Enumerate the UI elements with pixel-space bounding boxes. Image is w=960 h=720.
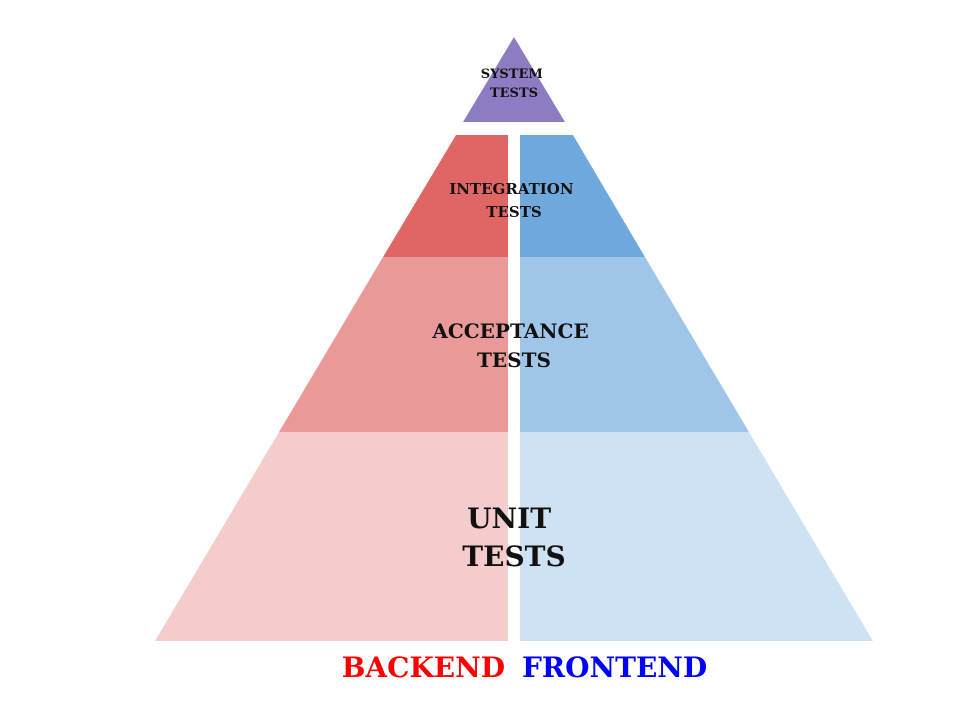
tier-unit-frontend-shape xyxy=(520,432,873,641)
tier-acceptance-backend-shape xyxy=(279,257,508,432)
tier-integration-frontend-shape xyxy=(520,135,645,257)
tier-system-label-line-2: TESTS xyxy=(490,86,538,101)
tier-unit-label: UNIT TESTS xyxy=(462,502,565,573)
tier-system-label: SYSTEM TESTS xyxy=(481,67,548,101)
tier-unit-backend-shape xyxy=(155,432,508,641)
tier-unit: UNIT TESTS xyxy=(155,432,873,641)
tier-system-label-line-1: SYSTEM xyxy=(481,67,543,82)
tier-unit-label-line-2: TESTS xyxy=(462,540,565,573)
tier-integration-label-line-1: INTEGRATION xyxy=(449,180,574,198)
tier-system: SYSTEM TESTS xyxy=(463,37,565,122)
tier-acceptance: ACCEPTANCE TESTS xyxy=(279,257,749,432)
tier-acceptance-label-line-1: ACCEPTANCE xyxy=(431,319,588,343)
legend-frontend: FRONTEND xyxy=(522,651,708,684)
tier-acceptance-label: ACCEPTANCE TESTS xyxy=(431,319,595,372)
tier-integration-backend-shape xyxy=(383,135,508,257)
tier-system-shape xyxy=(463,37,565,122)
tier-unit-label-line-1: UNIT xyxy=(467,502,551,535)
tier-integration: INTEGRATION TESTS xyxy=(383,135,645,257)
tier-acceptance-label-line-2: TESTS xyxy=(477,348,551,372)
legend-backend: BACKEND xyxy=(341,651,505,684)
tier-integration-label-line-2: TESTS xyxy=(486,203,541,221)
tier-acceptance-frontend-shape xyxy=(520,257,749,432)
tier-integration-label: INTEGRATION TESTS xyxy=(449,180,579,221)
